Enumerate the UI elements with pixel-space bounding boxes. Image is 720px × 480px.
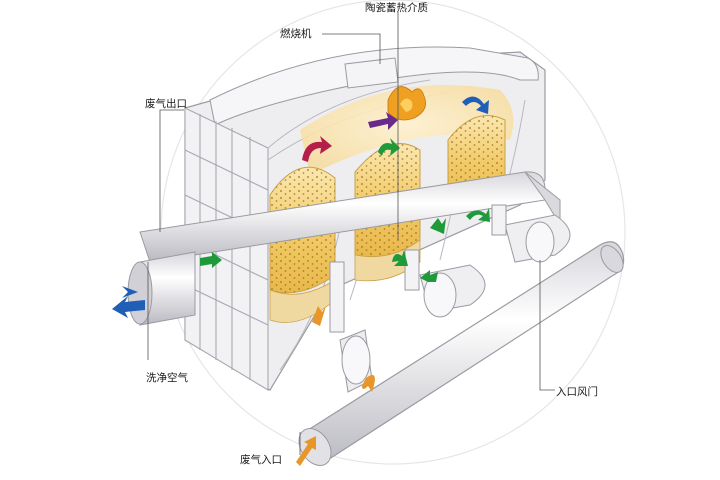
leader-lines (147, 12, 555, 455)
inlet-damper-1 (339, 329, 373, 393)
label-inlet-damper: 入口风门 (556, 386, 598, 398)
regenerator-bed-1 (269, 166, 336, 323)
label-burner: 燃烧机 (280, 28, 312, 40)
inlet-damper-3 (504, 214, 571, 263)
label-exhaust-outlet: 废气出口 (145, 98, 187, 110)
label-ceramic-media: 陶瓷蓄热介质 (365, 2, 428, 14)
flame-icon (387, 86, 427, 121)
label-clean-air: 洗净空气 (146, 372, 188, 384)
flow-arrow-icon (112, 96, 490, 466)
combustion-chamber (300, 85, 514, 175)
label-exhaust-inlet: 废气入口 (240, 454, 282, 466)
connector-pipes (329, 204, 507, 333)
